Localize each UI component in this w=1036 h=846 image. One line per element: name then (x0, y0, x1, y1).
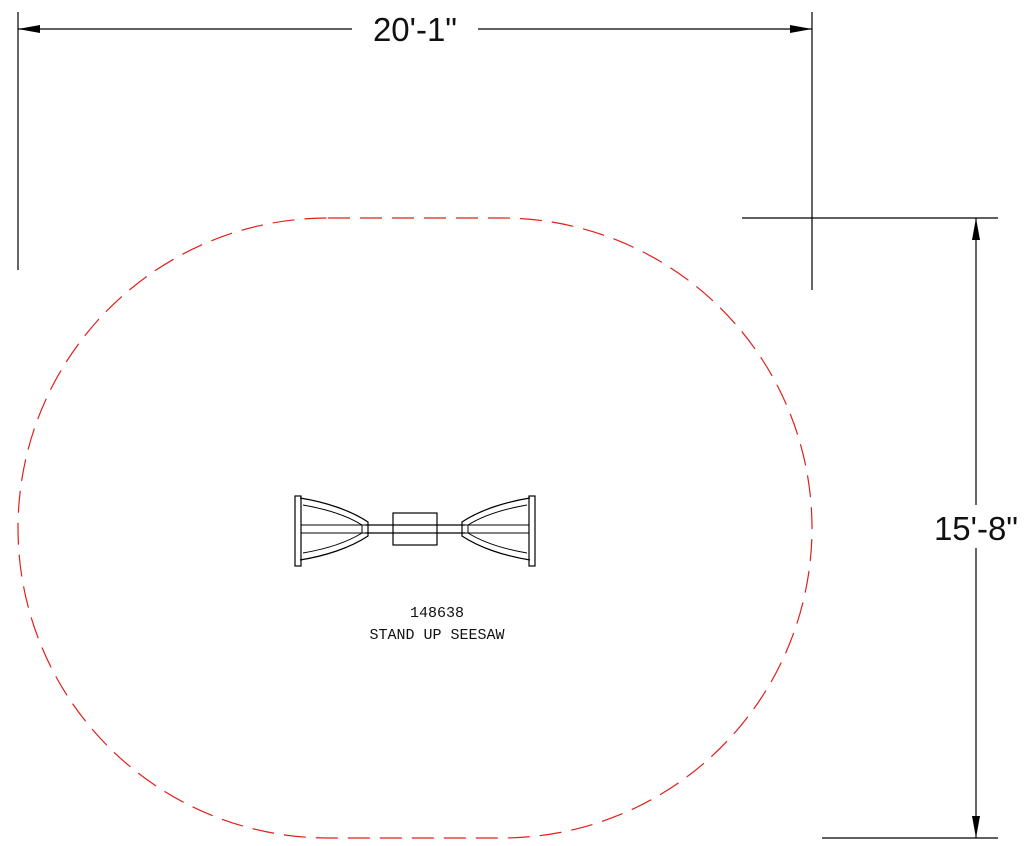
width-arrow-left (18, 25, 40, 33)
seesaw-pivot (392, 512, 438, 546)
use-zone-outline (17, 217, 813, 839)
seesaw-right-end (461, 495, 536, 567)
width-dimension: 20'-1" (17, 11, 813, 290)
seesaw-left-footplate (294, 495, 302, 567)
seesaw-left-end (294, 495, 369, 567)
width-dimension-label: 20'-1" (373, 11, 457, 48)
seesaw-symbol (294, 495, 536, 567)
seesaw-right-footplate (528, 495, 536, 567)
height-dimension: 15'-8" (742, 217, 1018, 839)
height-arrow-top (972, 218, 980, 240)
width-arrow-right (790, 25, 812, 33)
equipment-name: STAND UP SEESAW (369, 627, 504, 644)
height-arrow-bottom (972, 816, 980, 838)
height-dimension-label: 15'-8" (934, 510, 1018, 547)
equipment-part-number: 148638 (410, 605, 464, 622)
